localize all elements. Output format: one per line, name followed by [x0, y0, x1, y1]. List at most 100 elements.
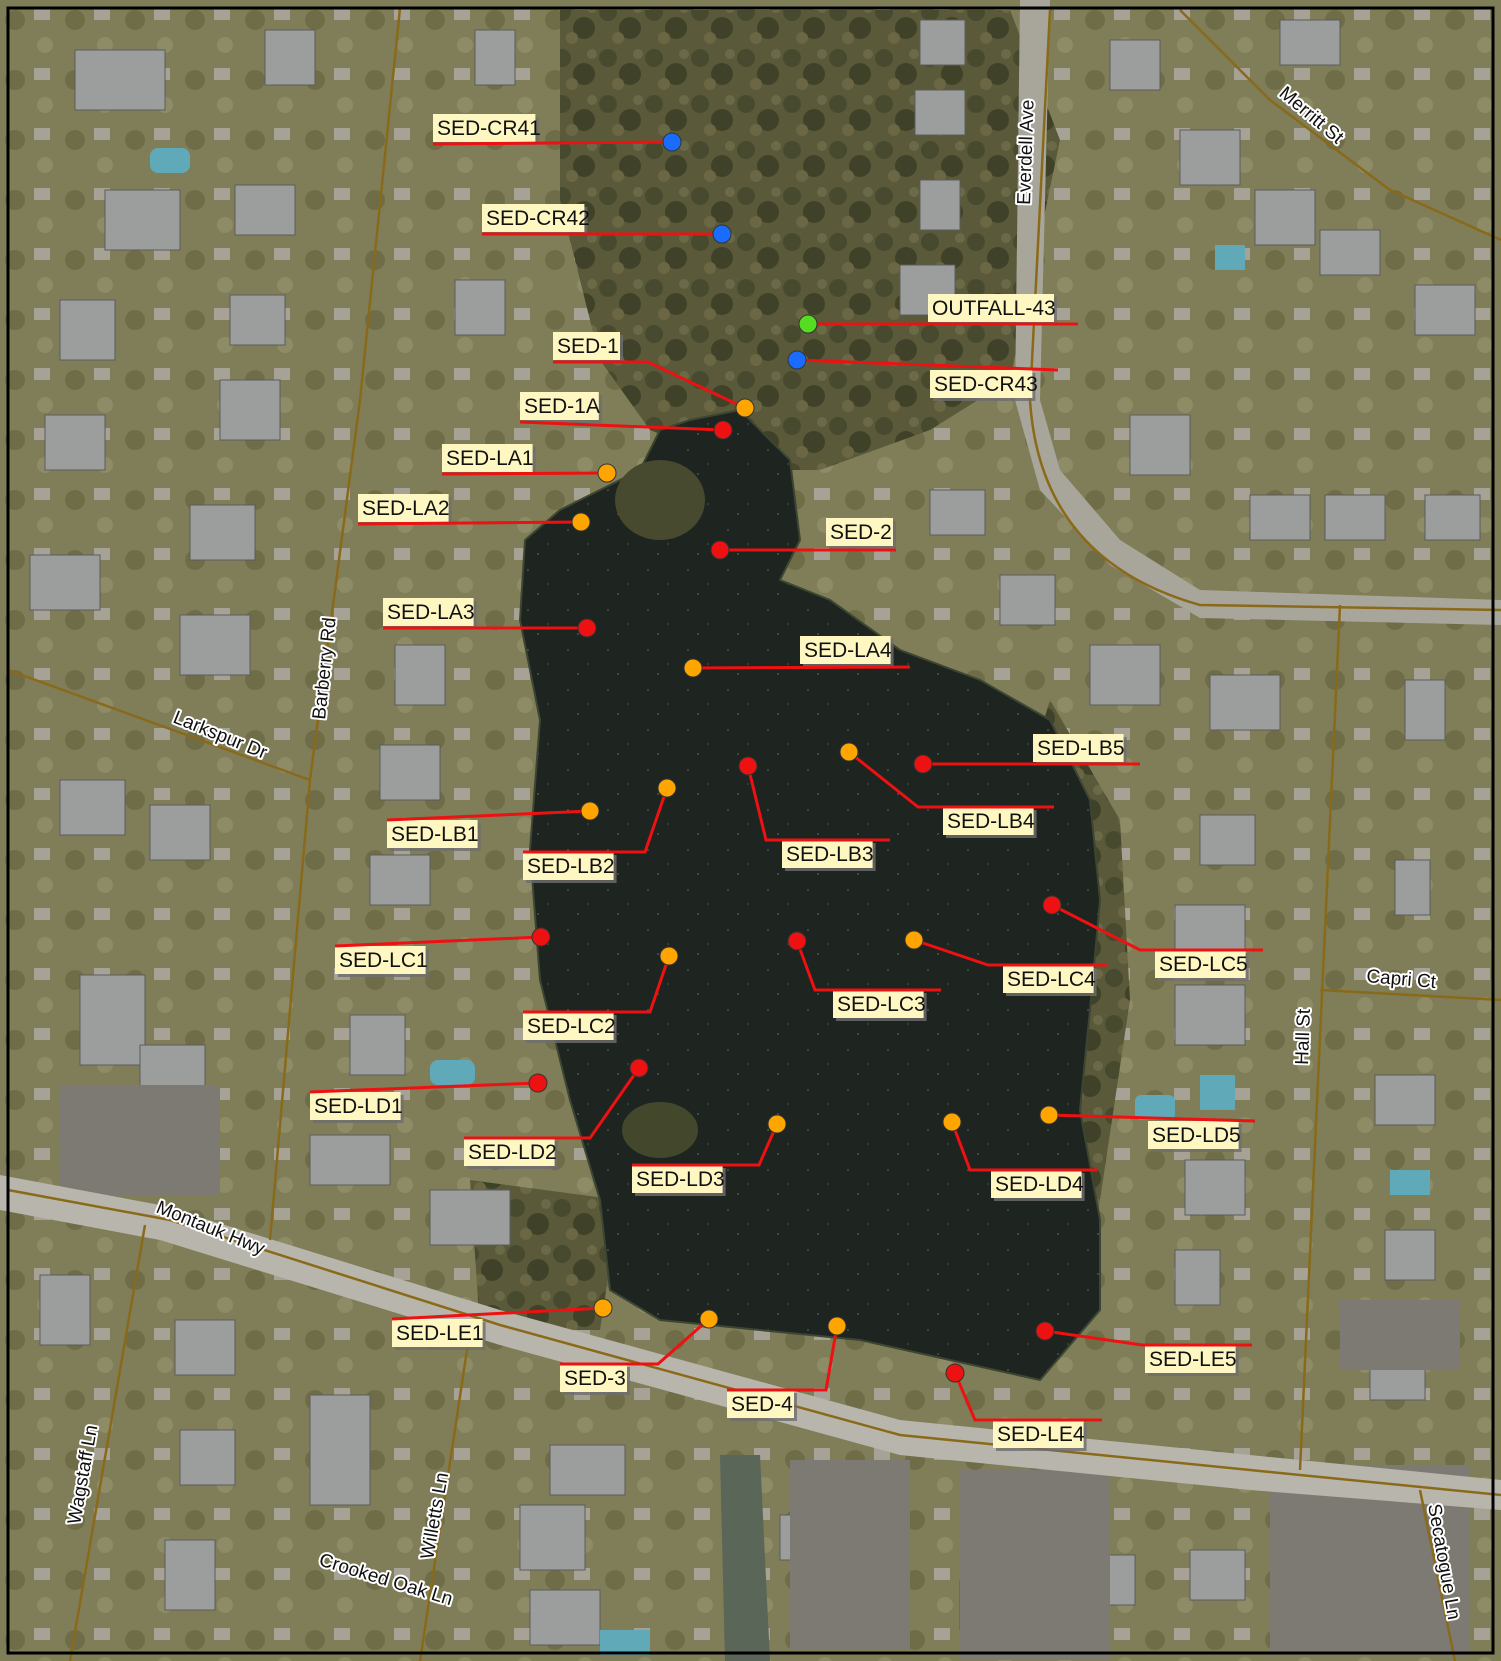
leader-line: [523, 787, 669, 854]
sample-sed-lb1: SED-LB1: [386, 801, 600, 851]
leader-line: [523, 955, 671, 1014]
sample-sed-lc1: SED-LC1: [334, 927, 551, 977]
sample-sed-lc3: SED-LC3: [787, 931, 941, 1021]
label-box: [826, 518, 893, 546]
leader-line: [796, 358, 1059, 372]
sample-marker-red[interactable]: [531, 927, 551, 947]
sample-marker-red[interactable]: [913, 754, 933, 774]
sample-label: SED-LD4: [995, 1173, 1084, 1196]
sample-sed-ld1: SED-LD1: [309, 1073, 548, 1123]
sample-label: SED-LB1: [391, 823, 479, 846]
sample-sed-cr41: SED-CR41: [432, 114, 682, 152]
label-box: [727, 1390, 794, 1418]
sample-label: SED-LA1: [446, 447, 534, 470]
sample-marker-orange[interactable]: [597, 463, 617, 483]
sample-sed-la2: SED-LA2: [357, 494, 591, 532]
sample-label: SED-LC5: [1159, 953, 1248, 976]
label-box: [387, 820, 478, 848]
sample-marker-orange[interactable]: [1039, 1105, 1059, 1125]
sample-marker-blue[interactable]: [712, 224, 732, 244]
label-box: [335, 946, 426, 974]
leader-line: [795, 940, 941, 992]
sample-marker-blue[interactable]: [787, 350, 807, 370]
sample-marker-orange[interactable]: [904, 930, 924, 950]
sample-marker-orange[interactable]: [657, 778, 677, 798]
sample-sed-lc5: SED-LC5: [1042, 895, 1263, 981]
sample-marker-orange[interactable]: [767, 1114, 787, 1134]
sample-label: SED-CR42: [486, 207, 590, 230]
sample-sed-lc2: SED-LC2: [523, 946, 679, 1043]
sample-label: SED-LD5: [1152, 1124, 1241, 1147]
sample-marker-red[interactable]: [528, 1073, 548, 1093]
sample-marker-orange[interactable]: [683, 658, 703, 678]
leader-line: [1048, 1113, 1256, 1123]
label-box: [358, 494, 449, 522]
sample-marker-orange[interactable]: [580, 801, 600, 821]
label-box: [930, 370, 1033, 398]
sample-marker-red[interactable]: [1042, 895, 1062, 915]
leader-line: [1044, 1329, 1252, 1347]
sample-sed-lc4: SED-LC4: [904, 930, 1107, 996]
label-box: [383, 598, 474, 626]
sample-outfall-43: OUTFALL-43: [798, 294, 1078, 334]
label-box: [800, 636, 891, 664]
sample-label: SED-LC4: [1007, 968, 1096, 991]
sample-marker-orange[interactable]: [735, 398, 755, 418]
sample-sed-lb4: SED-LB4: [839, 742, 1054, 838]
label-box: [1003, 965, 1094, 993]
road-label-everdell-ave: Everdell Ave: [1014, 99, 1039, 205]
sample-marker-orange[interactable]: [571, 512, 591, 532]
sample-label: SED-1: [557, 335, 619, 358]
label-box: [482, 204, 585, 232]
sample-marker-red[interactable]: [945, 1363, 965, 1383]
leader-line: [432, 140, 673, 146]
sample-label: SED-1A: [524, 395, 600, 418]
sample-marker-green[interactable]: [798, 314, 818, 334]
sample-marker-red[interactable]: [629, 1058, 649, 1078]
sample-label: SED-LC2: [527, 1015, 616, 1038]
sample-marker-blue[interactable]: [662, 132, 682, 152]
sample-label: OUTFALL-43: [932, 297, 1056, 320]
sample-label: SED-LA2: [362, 497, 450, 520]
sample-marker-red[interactable]: [577, 618, 597, 638]
sample-label: SED-CR41: [437, 117, 541, 140]
sample-marker-red[interactable]: [1035, 1321, 1055, 1341]
leader-line: [391, 1306, 604, 1321]
sample-marker-red[interactable]: [787, 931, 807, 951]
sample-marker-orange[interactable]: [659, 946, 679, 966]
label-box: [433, 114, 536, 142]
leader-line: [692, 665, 911, 670]
leader-line: [357, 520, 582, 526]
leader-line: [553, 360, 746, 410]
road-label-hall-st: Hall St: [1292, 1008, 1315, 1065]
sample-label: SED-LB2: [527, 855, 615, 878]
leader-line: [632, 1123, 779, 1167]
label-box: [310, 1092, 401, 1120]
label-box: [833, 990, 924, 1018]
leader-line: [727, 1325, 839, 1392]
sample-marker-red[interactable]: [710, 540, 730, 560]
sample-label: SED-CR43: [934, 373, 1038, 396]
sample-label: SED-LE1: [396, 1322, 484, 1345]
sample-marker-orange[interactable]: [593, 1298, 613, 1318]
sample-sed-lb5: SED-LB5: [913, 734, 1140, 774]
sample-marker-red[interactable]: [738, 756, 758, 776]
sample-marker-red[interactable]: [713, 420, 733, 440]
sample-sed-cr42: SED-CR42: [482, 204, 732, 244]
road-lines: [7, 7, 1501, 1661]
sample-sed-la1: SED-LA1: [441, 444, 617, 483]
sample-marker-orange[interactable]: [827, 1316, 847, 1336]
label-box: [993, 1420, 1084, 1448]
sample-marker-orange[interactable]: [839, 742, 859, 762]
sample-marker-orange[interactable]: [699, 1309, 719, 1329]
sample-marker-orange[interactable]: [942, 1112, 962, 1132]
leader-line: [560, 1317, 710, 1366]
sample-label: SED-3: [564, 1367, 626, 1390]
sample-label: SED-LB3: [786, 843, 874, 866]
sample-label: SED-LC1: [339, 949, 428, 972]
sample-label: SED-LE5: [1149, 1348, 1237, 1371]
label-box: [782, 840, 873, 868]
